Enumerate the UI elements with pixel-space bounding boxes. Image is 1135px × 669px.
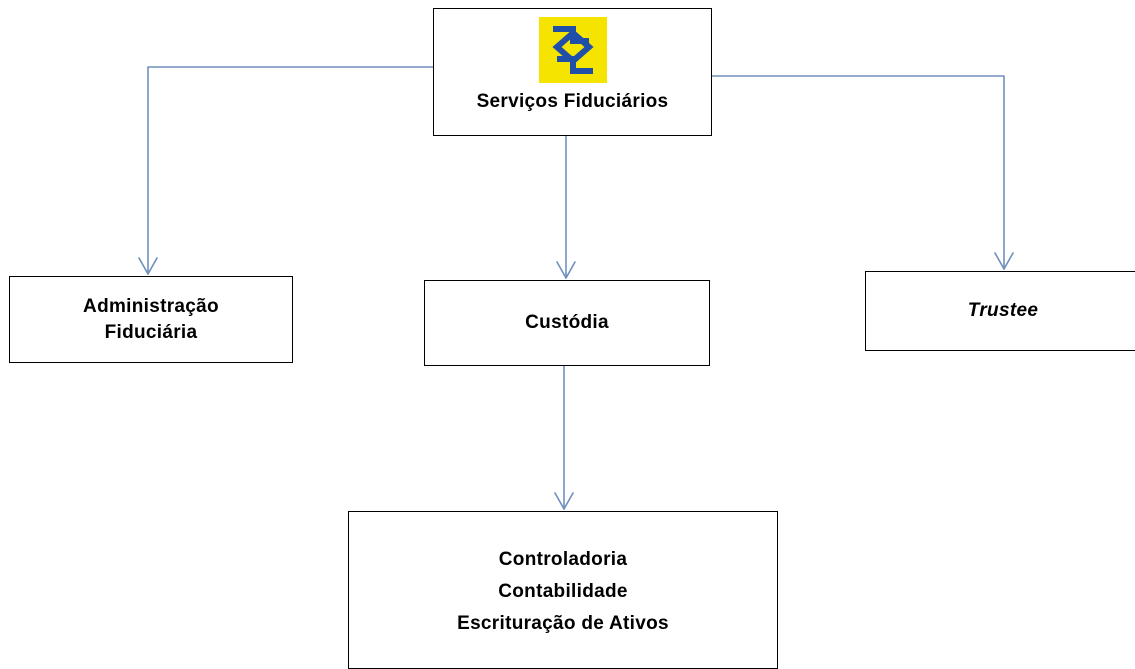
node-administracao-fiduciaria: Administração Fiduciária: [9, 276, 293, 363]
node-trustee: Trustee: [865, 271, 1135, 351]
root-label: Serviços Fiduciários: [476, 91, 669, 112]
node-custodia: Custódia: [424, 280, 710, 366]
root-node: Serviços Fiduciários: [433, 8, 712, 136]
node-administracao-line-2: Fiduciária: [104, 321, 198, 343]
service-controladoria: Controladoria: [498, 549, 628, 570]
arrowhead-administracao: [138, 257, 158, 275]
connector-root-to-trustee: [711, 75, 1005, 270]
connector-root-to-administracao: [147, 66, 434, 275]
arrowhead-trustee: [994, 252, 1014, 270]
node-custodia-label: Custódia: [525, 312, 609, 333]
node-trustee-label: Trustee: [967, 300, 1039, 321]
arrowhead-services: [554, 492, 574, 510]
node-administracao-line-1: Administração: [83, 295, 219, 317]
node-custodia-services: Controladoria Contabilidade Escrituração…: [348, 511, 778, 669]
banco-do-brasil-logo-icon: [538, 17, 607, 83]
service-escrituracao: Escrituração de Ativos: [457, 613, 669, 634]
service-contabilidade: Contabilidade: [498, 581, 628, 602]
arrowhead-custodia: [556, 261, 576, 279]
